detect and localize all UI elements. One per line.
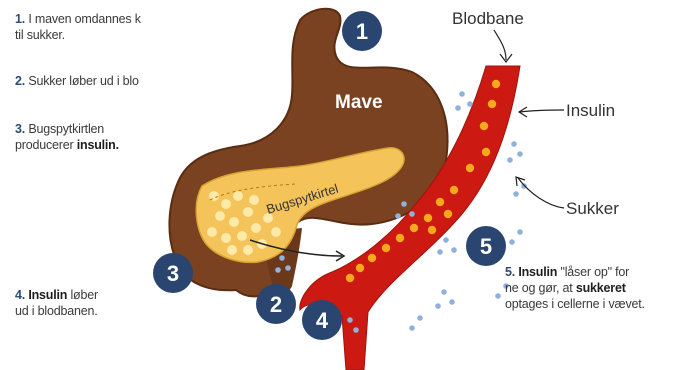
insulin-dot [444, 210, 452, 218]
svg-text:2: 2 [270, 292, 282, 317]
badge-1: 1 [342, 11, 382, 51]
svg-text:5: 5 [480, 234, 492, 259]
step-3-line-a: Bugspytkirtlen [28, 122, 104, 136]
insulin-dot [488, 100, 496, 108]
islet-dot [251, 223, 261, 233]
sugar-dot [511, 141, 517, 147]
insulin-dot [368, 254, 376, 262]
islet-dot [221, 199, 231, 209]
badge-4: 4 [302, 300, 342, 340]
sugar-dot [517, 229, 523, 235]
step-1-number: 1. [15, 12, 25, 26]
step-5-line-b: ne og gør, at [505, 281, 576, 295]
svg-text:4: 4 [316, 308, 329, 333]
insulin-dot [492, 80, 500, 88]
sugar-dot [409, 325, 415, 331]
sugar-dot [509, 239, 515, 245]
step-5-bold: Insulin [518, 265, 557, 279]
sugar-dot [517, 151, 523, 157]
islet-dot [243, 207, 253, 217]
islet-dot [227, 245, 237, 255]
sugar-dot [401, 201, 407, 207]
step-4-number: 4. [15, 288, 25, 302]
islet-dot [221, 233, 231, 243]
islet-dot [243, 245, 253, 255]
step-5-line-a: "låser op" for [557, 265, 629, 279]
insulin-dot [428, 226, 436, 234]
islet-dot [215, 211, 225, 221]
step-4-text: 4. Insulin løber ud i blodbanen. [15, 287, 175, 319]
step-1-line-a: I maven omdannes k [28, 12, 140, 26]
sugar-dot [441, 289, 447, 295]
sugar-dot [437, 249, 443, 255]
islet-dot [249, 195, 259, 205]
step-4-line-b: ud i blodbanen. [15, 304, 98, 318]
insulin-dot [466, 164, 474, 172]
badge-2: 2 [256, 284, 296, 324]
islet-dot [271, 227, 281, 237]
step-5-text: 5. Insulin "låser op" for ne og gør, at … [505, 264, 671, 312]
step-3-text: 3. Bugspytkirtlen producerer insulin. [15, 121, 175, 153]
badge-5: 5 [466, 226, 506, 266]
sugar-dot [455, 105, 461, 111]
insulin-dot [356, 264, 364, 272]
sugar-dot [451, 247, 457, 253]
step-5-bold-2: sukkeret [576, 281, 626, 295]
sugar-dot [495, 293, 501, 299]
sugar-dot [395, 213, 401, 219]
islet-dot [207, 227, 217, 237]
insulin-dot [436, 198, 444, 206]
bloodstream-label: Blodbane [452, 9, 524, 28]
insulin-dot [450, 186, 458, 194]
sugar-dot [513, 191, 519, 197]
sugar-dot [275, 267, 281, 273]
step-1-line-b: til sukker. [15, 28, 65, 42]
insulin-dot [346, 274, 354, 282]
insulin-dot [480, 122, 488, 130]
sugar-dot [417, 315, 423, 321]
insulin-dot [382, 244, 390, 252]
sugar-dot [409, 211, 415, 217]
step-5-number: 5. [505, 265, 515, 279]
sugar-dot [353, 327, 359, 333]
sugar-dot [459, 91, 465, 97]
sugar-dot [467, 101, 473, 107]
insulin-dot [424, 214, 432, 222]
insulin-dot [410, 224, 418, 232]
svg-text:1: 1 [356, 19, 368, 44]
insulin-dot [482, 148, 490, 156]
sugar-dot [279, 255, 285, 261]
sugar-dot [443, 237, 449, 243]
step-5-line-c: optages i cellerne i vævet. [505, 297, 645, 311]
sugar-dot [507, 157, 513, 163]
sugar-dot [347, 317, 353, 323]
islet-dot [233, 191, 243, 201]
insulin-dot [396, 234, 404, 242]
sugar-label: Sukker [566, 199, 619, 218]
step-3-number: 3. [15, 122, 25, 136]
step-3-line-b: producerer [15, 138, 77, 152]
sugar-dot [449, 299, 455, 305]
step-4-bold: Insulin [28, 288, 67, 302]
islet-dot [229, 217, 239, 227]
step-4-line-a: løber [67, 288, 98, 302]
step-2-line-a: Sukker løber ud i blo [28, 74, 138, 88]
islet-dot [237, 231, 247, 241]
step-3-bold: insulin. [77, 138, 119, 152]
step-1-text: 1. I maven omdannes k til sukker. [15, 11, 215, 43]
sugar-dot [285, 265, 291, 271]
step-2-text: 2. Sukker løber ud i blo [15, 73, 175, 89]
stomach-label: Mave [335, 92, 383, 113]
step-2-number: 2. [15, 74, 25, 88]
svg-text:3: 3 [167, 261, 179, 286]
sugar-dot [435, 303, 441, 309]
insulin-label: Insulin [566, 101, 615, 120]
